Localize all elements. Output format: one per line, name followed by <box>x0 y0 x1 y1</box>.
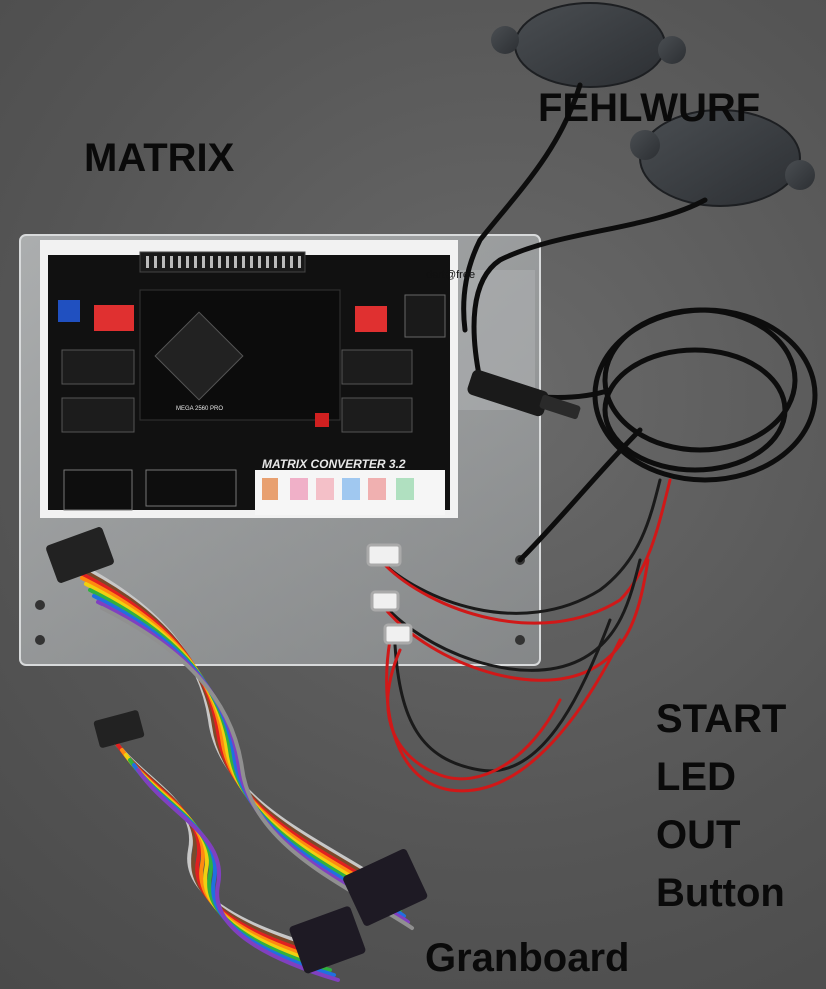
granboard-label: Granboard <box>425 936 630 980</box>
label-line-led: LED <box>656 755 736 799</box>
label-line-start: START <box>656 697 787 741</box>
board-chip-label: MEGA 2560 PRO <box>176 406 223 412</box>
wire-icon <box>366 478 672 793</box>
audio-jack-icon <box>467 369 581 420</box>
label-line-button: Button <box>656 871 785 915</box>
wire-icon <box>461 82 818 563</box>
fehlwurf-label: FEHLWURF <box>538 86 761 130</box>
piezo-sensor-icon <box>491 2 815 207</box>
board-title: MATRIX CONVERTER 3.2 <box>262 457 406 471</box>
board-brand: dart@free <box>426 269 475 281</box>
matrix-label: MATRIX <box>84 136 235 180</box>
label-line-out: OUT <box>656 813 741 857</box>
ribbon-cable-icon <box>46 527 428 982</box>
pcb-board: dart@free MATRIX CONVERTER 3.2 MEGA 2560… <box>40 240 475 518</box>
start-led-out-button-label: START LED OUT Button <box>656 690 816 922</box>
